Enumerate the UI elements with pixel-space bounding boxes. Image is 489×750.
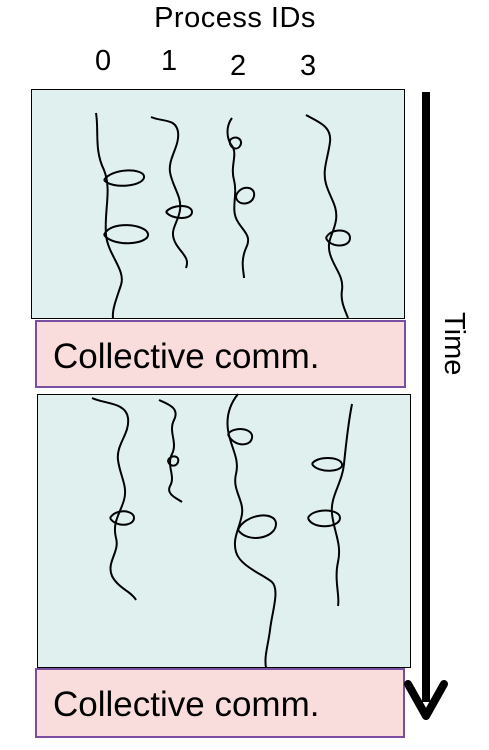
process-trace-1 (150, 116, 188, 269)
process-id-label: 2 (230, 50, 247, 82)
process-trace-0 (95, 112, 123, 319)
process-loop (103, 224, 149, 245)
process-loop (228, 136, 242, 150)
process-loop (311, 457, 343, 472)
process-loop (235, 186, 256, 205)
process-id-label: 0 (95, 45, 112, 77)
process-trace-3 (305, 114, 349, 319)
process-loop (103, 169, 145, 187)
process-id-label: 3 (300, 50, 317, 82)
collective-comm-bar: Collective comm. (35, 668, 405, 738)
collective-comm-bar: Collective comm. (35, 320, 406, 388)
process-loop (227, 428, 254, 446)
process-trace-3 (330, 403, 353, 607)
process-loop (325, 229, 352, 247)
diagram-title: Process IDs (154, 2, 316, 34)
process-loop (167, 455, 180, 467)
process-loop (307, 509, 342, 528)
process-loop (237, 514, 278, 539)
compute-phase-box (31, 89, 405, 319)
process-loop (165, 205, 194, 219)
compute-phase-box (37, 394, 411, 668)
process-id-label: 1 (161, 45, 178, 77)
process-trace-0 (91, 397, 137, 601)
process-trace-1 (158, 399, 183, 503)
time-arrow-head (404, 680, 448, 720)
process-loop (109, 510, 136, 526)
time-axis-label: Time (438, 312, 470, 376)
